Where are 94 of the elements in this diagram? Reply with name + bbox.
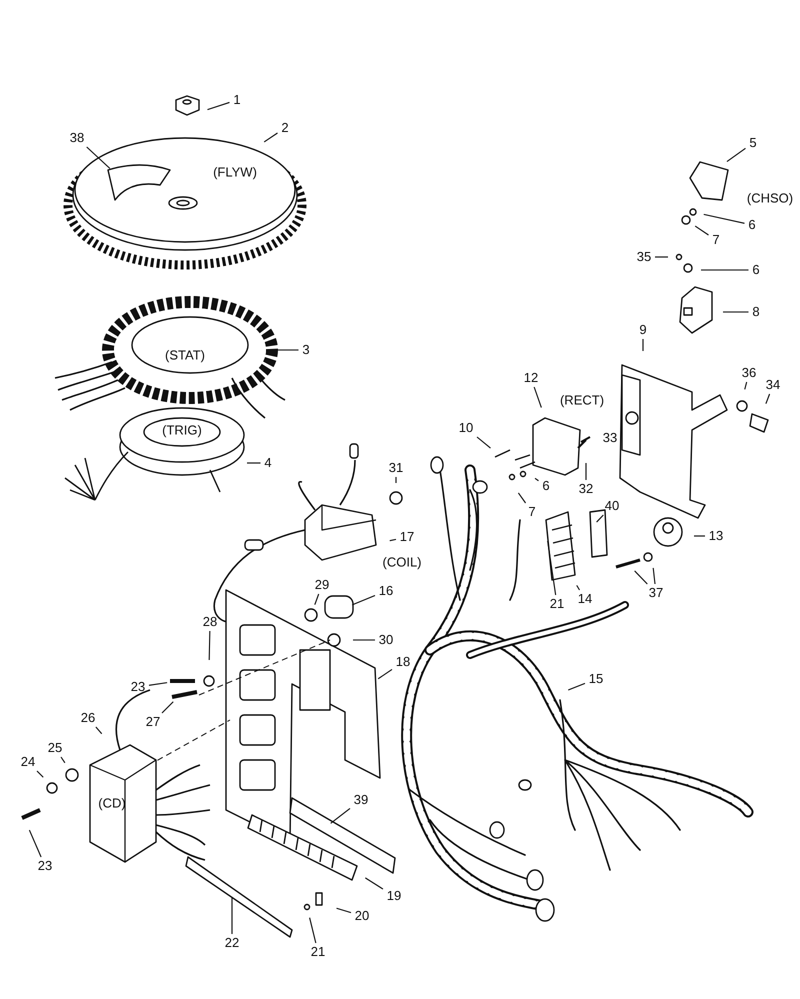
callout-number: 35 bbox=[634, 249, 654, 265]
callout-number: 7 bbox=[526, 504, 538, 520]
callout-number: 21 bbox=[547, 596, 567, 612]
part-code: (CHSO) bbox=[746, 190, 794, 206]
leader-line bbox=[726, 148, 746, 162]
callout-number: 40 bbox=[602, 498, 622, 514]
part-code: (TRIG) bbox=[162, 422, 202, 438]
leader-line bbox=[694, 535, 705, 537]
leader-line bbox=[148, 682, 168, 686]
leader-line bbox=[568, 682, 586, 690]
leader-line bbox=[476, 436, 491, 448]
leader-line bbox=[309, 918, 316, 944]
part-code: (FLYW) bbox=[213, 164, 257, 180]
callout-number: 29 bbox=[312, 577, 332, 593]
callout-number: 10 bbox=[456, 420, 476, 436]
callout-number: 13 bbox=[706, 528, 726, 544]
part-code: (RECT) bbox=[560, 392, 604, 408]
callout-number: 9 bbox=[636, 322, 650, 338]
callout-number: 33 bbox=[600, 430, 620, 446]
callout-number: 7 bbox=[710, 232, 722, 248]
callout-number: 19 bbox=[384, 888, 404, 904]
callout-number: 15 bbox=[586, 671, 606, 687]
leader-line bbox=[704, 214, 745, 224]
leader-line bbox=[330, 808, 350, 824]
leader-line bbox=[352, 595, 376, 606]
leader-line bbox=[655, 256, 668, 258]
leader-line bbox=[247, 462, 260, 464]
callout-number: 12 bbox=[521, 370, 541, 386]
leader-line bbox=[162, 701, 174, 714]
callout-number: 39 bbox=[351, 792, 371, 808]
leader-line bbox=[378, 668, 392, 680]
leader-line bbox=[60, 756, 66, 764]
callout-number: 36 bbox=[739, 365, 759, 381]
leader-line bbox=[547, 540, 556, 596]
leader-line bbox=[634, 570, 648, 584]
callout-number: 24 bbox=[18, 754, 38, 770]
callout-number: 6 bbox=[750, 262, 762, 278]
callout-number: 3 bbox=[300, 342, 312, 358]
callout-number: 16 bbox=[376, 583, 396, 599]
leader-line bbox=[585, 463, 587, 480]
callout-number: 4 bbox=[262, 455, 274, 471]
leader-line bbox=[765, 394, 770, 404]
callout-number: 30 bbox=[376, 632, 396, 648]
part-code: (STAT) bbox=[165, 348, 205, 362]
part-code: (CD) bbox=[98, 796, 126, 810]
leader-line bbox=[365, 877, 384, 890]
leader-line bbox=[723, 311, 748, 313]
leader-line bbox=[744, 382, 748, 390]
callout-number: 14 bbox=[575, 591, 595, 607]
part-code: (COIL) bbox=[382, 554, 422, 570]
callout-number: 6 bbox=[746, 217, 758, 233]
leader-line bbox=[652, 568, 656, 584]
leader-line bbox=[314, 594, 320, 605]
callout-number: 26 bbox=[78, 710, 98, 726]
callout-number: 6 bbox=[540, 478, 552, 494]
callout-number: 22 bbox=[222, 935, 242, 951]
callout-number: 37 bbox=[646, 585, 666, 601]
callout-number: 8 bbox=[750, 304, 762, 320]
callout-number: 31 bbox=[386, 460, 406, 476]
callout-number: 17 bbox=[397, 529, 417, 545]
leader-line bbox=[534, 386, 542, 408]
callout-number: 18 bbox=[393, 654, 413, 670]
leader-line bbox=[701, 269, 748, 271]
leader-line bbox=[596, 514, 604, 522]
leader-line bbox=[36, 770, 44, 778]
leader-line bbox=[207, 102, 230, 110]
callout-number: 23 bbox=[35, 858, 55, 874]
callout-number: 1 bbox=[230, 92, 244, 108]
leader-line bbox=[336, 908, 352, 914]
callout-number: 34 bbox=[763, 377, 783, 393]
callout-number: 25 bbox=[45, 740, 65, 756]
callout-number: 2 bbox=[278, 120, 292, 136]
leader-line bbox=[353, 639, 375, 641]
callout-number: 28 bbox=[200, 614, 220, 630]
callout-number: 32 bbox=[576, 481, 596, 497]
leader-line bbox=[208, 630, 210, 660]
callout-number: 27 bbox=[143, 714, 163, 730]
callout-number: 21 bbox=[308, 944, 328, 960]
leader-line bbox=[576, 585, 580, 590]
leader-line bbox=[231, 897, 233, 934]
callout-number: 5 bbox=[746, 135, 760, 151]
leader-line bbox=[534, 478, 539, 482]
leader-line bbox=[694, 226, 709, 236]
leader-line bbox=[264, 132, 278, 142]
leader-line bbox=[95, 726, 102, 734]
callout-number: 23 bbox=[128, 679, 148, 695]
leader-line bbox=[518, 492, 526, 504]
leader-line bbox=[395, 477, 397, 483]
callout-number: 38 bbox=[67, 130, 87, 146]
leader-line bbox=[642, 339, 644, 351]
leader-line bbox=[28, 830, 42, 858]
leader-line bbox=[390, 538, 396, 542]
callout-number: 20 bbox=[352, 908, 372, 924]
leader-line bbox=[86, 146, 110, 169]
